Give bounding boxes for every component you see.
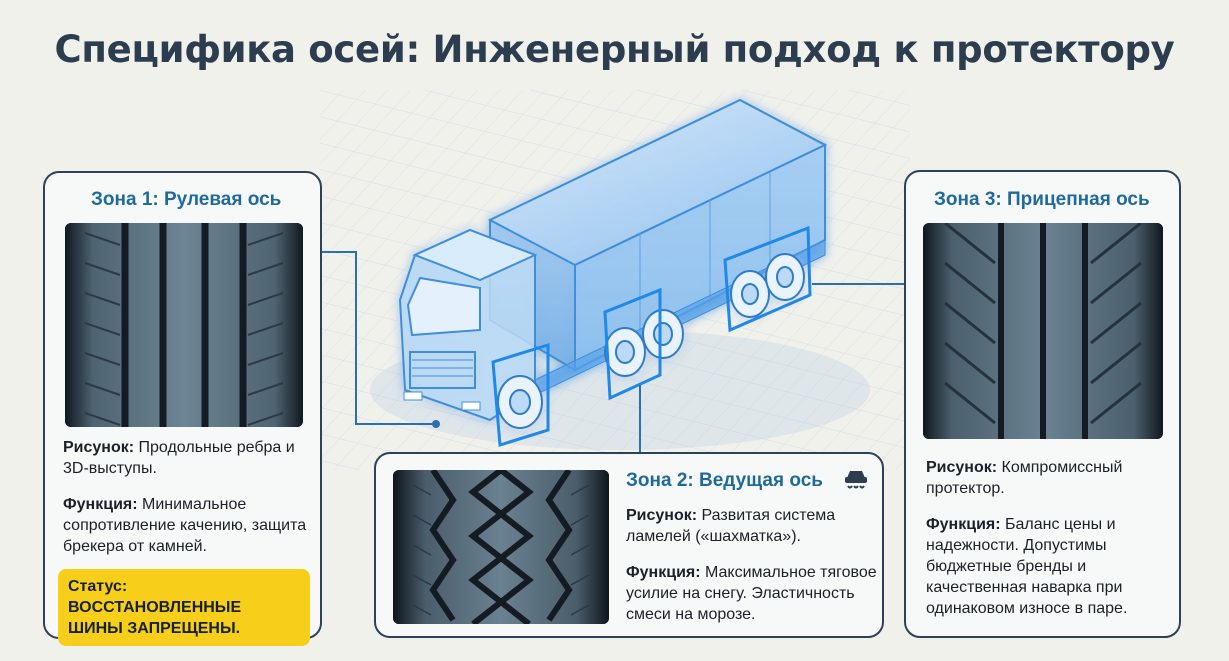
zone-1-function-text: Минимальное сопротивление качению, защит… bbox=[63, 496, 307, 555]
traction-control-icon bbox=[842, 466, 870, 492]
zone-3-description: Рисунок: Компромиссный протектор. Функци… bbox=[926, 457, 1171, 634]
zone-2-title: Зона 2: Ведущая ось bbox=[626, 470, 823, 491]
zone-3-title: Зона 3: Прицепная ось bbox=[934, 189, 1150, 210]
zone-3-card: Зона 3: Прицепная ось bbox=[904, 170, 1181, 638]
zone-1-card: Зона 1: Рулевая ось bbox=[43, 171, 322, 646]
zone-3-function-label: Функция: bbox=[926, 516, 1001, 533]
zone-2-function-text: Максимальное тяговое усилие на снегу. Эл… bbox=[626, 564, 877, 623]
page-title: Специфика осей: Инженерный подход к прот… bbox=[54, 28, 1175, 71]
zone-3-pattern-label: Рисунок: bbox=[926, 459, 998, 476]
zone-2-pattern-label: Рисунок: bbox=[626, 507, 698, 524]
zone-1-description: Рисунок: Продольные ребра и 3D-выступы. … bbox=[63, 437, 313, 572]
zone-2-card: Зона 2: Ведущая ось Рисунок: Развитая си… bbox=[374, 452, 884, 638]
steer-tire-tread-image bbox=[65, 223, 303, 427]
zone-1-function-label: Функция: bbox=[63, 496, 138, 513]
truck-illustration bbox=[320, 90, 910, 470]
status-badge: Статус: ВОССТАНОВЛЕННЫЕ ШИНЫ ЗАПРЕЩЕНЫ. bbox=[58, 569, 310, 646]
zone-3-pattern-text: Компромиссный протектор. bbox=[926, 459, 1123, 497]
zone-1-title: Зона 1: Рулевая ось bbox=[91, 189, 282, 210]
drive-tire-tread-image bbox=[393, 470, 609, 624]
zone-1-pattern-text: Продольные ребра и 3D-выступы. bbox=[63, 439, 295, 477]
zone-2-function-label: Функция: bbox=[626, 564, 701, 581]
zone-1-pattern-label: Рисунок: bbox=[63, 439, 135, 456]
zone-2-pattern-text: Развитая система ламелей («шахматка»). bbox=[626, 507, 836, 545]
zone-3-function-text: Баланс цены и надежности. Допустимы бюдж… bbox=[926, 516, 1128, 617]
zone-2-description: Рисунок: Развитая система ламелей («шахм… bbox=[626, 505, 878, 640]
trailer-tire-tread-image bbox=[923, 223, 1163, 439]
